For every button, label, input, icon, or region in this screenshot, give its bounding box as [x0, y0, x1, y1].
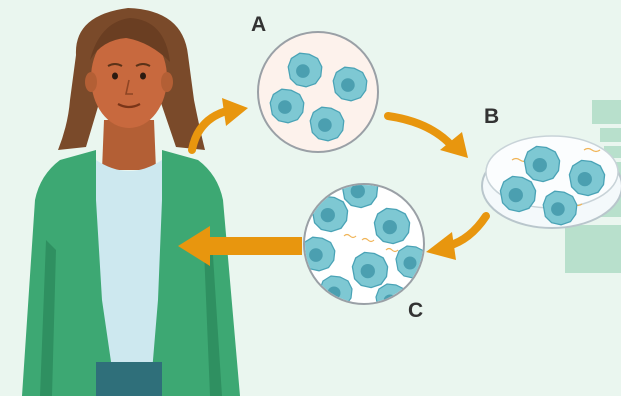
person	[22, 8, 240, 396]
cells-circle-c	[301, 172, 428, 316]
step-label-a: A	[251, 14, 266, 35]
arrow-b-to-c	[426, 216, 486, 260]
cells-circle-a	[258, 32, 378, 152]
step-label-c: C	[408, 300, 423, 321]
arrow-a-to-b	[388, 116, 468, 158]
petri-dish-b	[482, 136, 621, 228]
step-label-b: B	[484, 106, 499, 127]
cardigan-right	[150, 150, 240, 396]
